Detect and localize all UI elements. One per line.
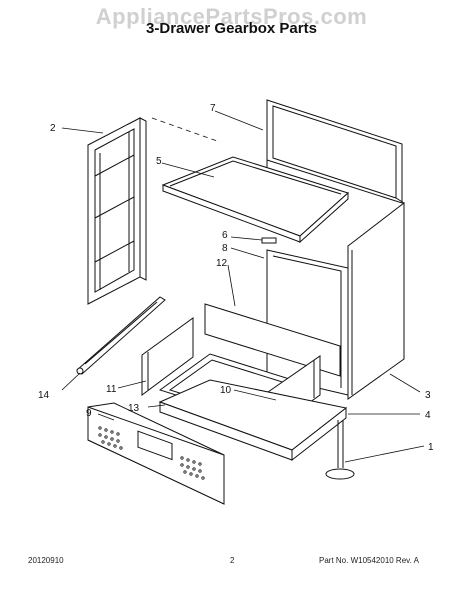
callout-8: 8: [222, 243, 228, 254]
part-4-base-tray: [158, 379, 348, 462]
callout-14: 14: [38, 390, 50, 401]
watermark: AppliancePartsPros.com: [95, 4, 368, 29]
callout-7: 7: [210, 103, 216, 114]
footer-part-number: Part No. W10542010 Rev. A: [319, 556, 419, 565]
callout-13: 13: [128, 403, 140, 414]
callout-1: 1: [428, 442, 434, 453]
footer-date: 20120910: [28, 556, 64, 565]
part-5-top-panel: [161, 156, 349, 244]
callout-12: 12: [216, 258, 228, 269]
part-1-leveling-leg: [325, 420, 355, 480]
part-2-left-side-panel: [87, 117, 147, 305]
callout-9: 9: [86, 408, 92, 419]
callout-11: 11: [106, 384, 117, 395]
part-6-clip: [261, 237, 277, 244]
callout-4: 4: [425, 410, 431, 421]
callout-leader-lines: [61, 110, 425, 463]
part-3-right-side-panel: [347, 197, 405, 400]
footer-page-number: 2: [230, 556, 235, 565]
callout-10: 10: [220, 385, 232, 396]
part-14-drawer-slide: [76, 296, 166, 375]
part-9-front-panel: [87, 402, 225, 505]
part-12-drawer-back: [204, 303, 341, 377]
callout-6: 6: [222, 230, 228, 241]
callout-2: 2: [50, 123, 56, 134]
diagram-title: 3-Drawer Gearbox Parts: [146, 20, 317, 37]
callout-3: 3: [425, 390, 431, 401]
callout-5: 5: [156, 156, 162, 167]
callout-numbers: 2 7 5 6 8 12 3 4 1 9 11 13 10 14: [38, 103, 434, 453]
part-9-vent-holes-left: [98, 426, 123, 450]
part-9-vent-holes-right: [180, 456, 205, 480]
